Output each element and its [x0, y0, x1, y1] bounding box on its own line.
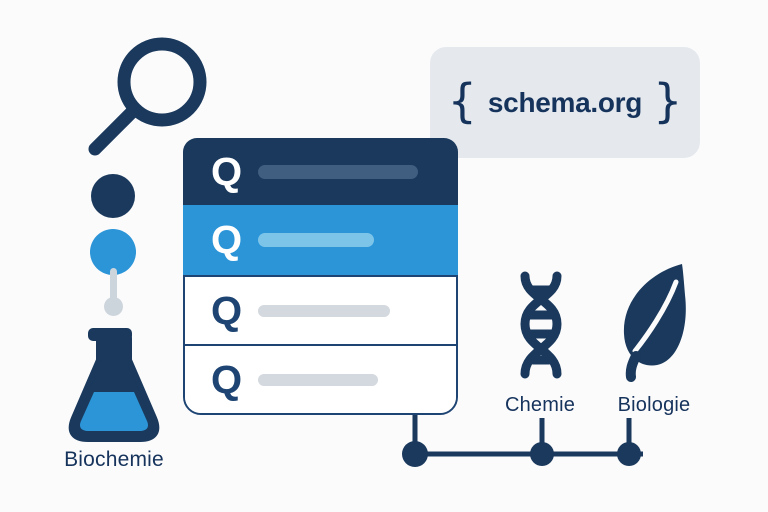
wikidata-q-icon: Q: [211, 357, 243, 402]
result-row: Q: [185, 344, 456, 413]
connector-node: [530, 442, 554, 466]
placeholder-text-bar: [258, 164, 419, 179]
magnifier-icon: [88, 37, 207, 156]
result-row-highlighted: Q: [183, 205, 458, 275]
placeholder-text-bar: [258, 373, 379, 386]
placeholder-text-bar: [258, 233, 375, 247]
schema-org-badge: { schema.org }: [430, 47, 700, 158]
dot-gray: [104, 297, 123, 316]
label-biochemie: Biochemie: [64, 448, 164, 471]
open-brace: {: [447, 73, 477, 128]
result-list-body: Q Q: [183, 275, 458, 415]
dot-blue: [90, 229, 136, 275]
wikidata-q-icon: Q: [211, 218, 243, 262]
placeholder-text-bar: [258, 304, 391, 317]
dna-icon: [520, 271, 562, 379]
label-biologie: Biologie: [617, 394, 691, 416]
close-brace: }: [653, 73, 683, 128]
dot-dark: [91, 174, 135, 218]
schema-org-label: schema.org: [487, 86, 643, 118]
connector-tree: [402, 414, 643, 467]
wikidata-q-icon: Q: [211, 149, 243, 194]
dot-connector-line: [110, 268, 117, 304]
result-row-selected: Q: [183, 138, 458, 205]
label-chemie: Chemie: [504, 394, 576, 416]
connector-node: [402, 441, 428, 467]
flask-icon: [68, 328, 160, 442]
leaf-icon: [623, 264, 686, 382]
wikidata-q-icon: Q: [211, 288, 243, 333]
connector-node: [617, 442, 641, 466]
search-result-list: Q Q Q Q: [183, 138, 458, 415]
result-row: Q: [185, 277, 456, 344]
